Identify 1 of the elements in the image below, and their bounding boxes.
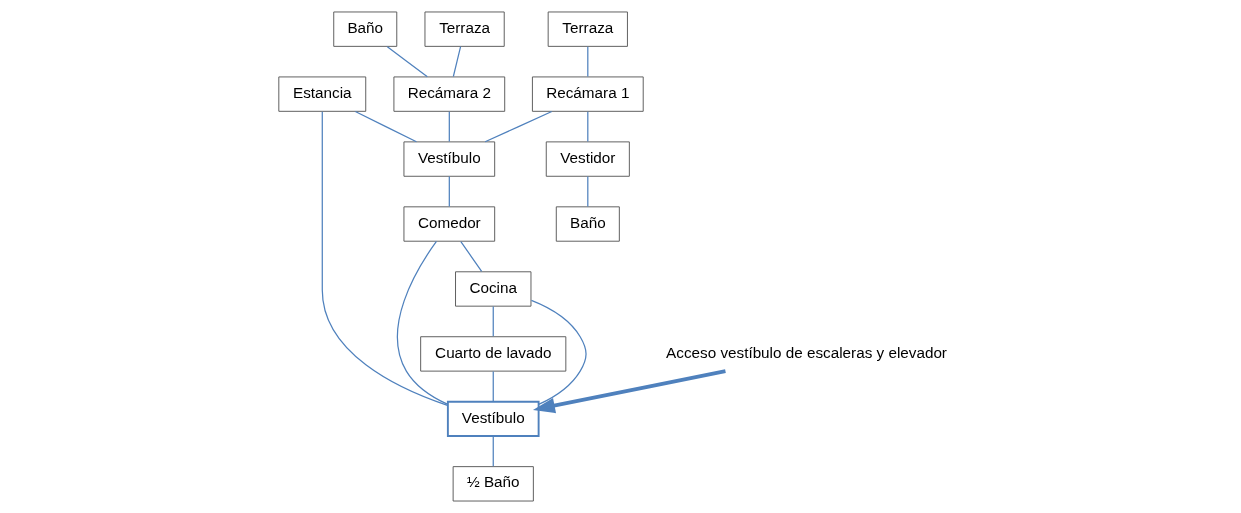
- node-text: Acceso vestíbulo de escaleras y elevador: [665, 343, 947, 361]
